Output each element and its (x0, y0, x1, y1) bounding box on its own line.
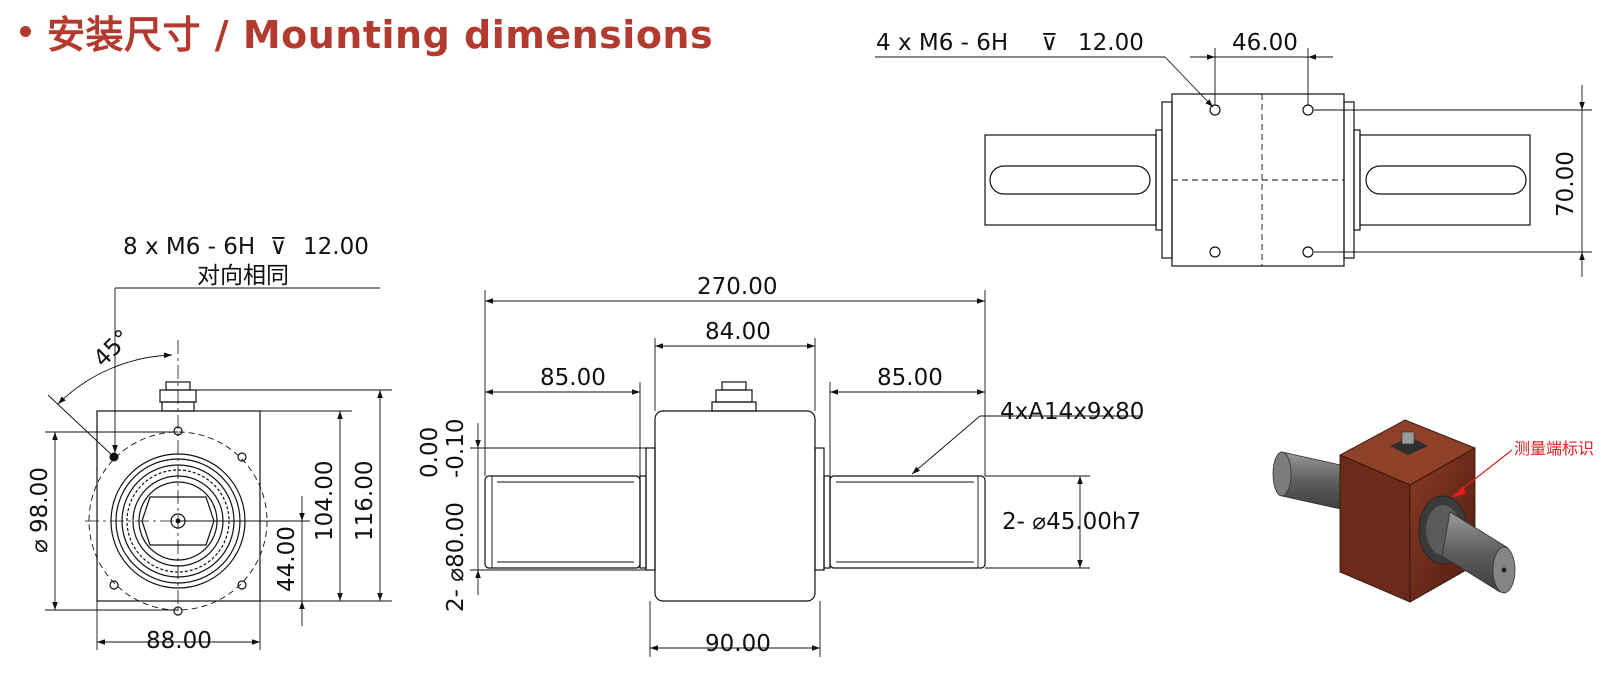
flange-dia-label: 2- ⌀80.00 (443, 502, 469, 612)
end-width-dim: 88.00 (146, 628, 212, 654)
side-view (470, 290, 1140, 657)
side-body-length: 84.00 (705, 319, 771, 345)
side-total-length: 270.00 (697, 274, 777, 300)
depth-symbol: ⊽ (270, 234, 287, 260)
end-thread-callout: 8 x M6 - 6H (123, 234, 255, 260)
side-right-shaft (829, 475, 986, 569)
bullet-icon (20, 25, 31, 37)
side-base-length: 90.00 (705, 631, 771, 657)
keyway-label: 4xA14x9x80 (1000, 399, 1144, 425)
top-view (875, 48, 1592, 277)
end-center-offset: 44.00 (274, 526, 300, 592)
end-thread-depth: 12.00 (303, 234, 369, 260)
top-hole-spacing: 46.00 (1232, 30, 1298, 56)
top-hole (1209, 104, 1221, 116)
side-left-shaft-length: 85.00 (540, 365, 606, 391)
depth-symbol: ⊽ (1041, 30, 1058, 56)
product-render (1236, 410, 1528, 642)
marker-label: 测量端标识 (1514, 439, 1594, 458)
shaft-dia-label: 2- ⌀45.00h7 (1002, 509, 1141, 535)
end-total-height: 116.00 (352, 461, 378, 541)
end-note: 对向相同 (197, 263, 289, 289)
top-right-shaft (1359, 134, 1531, 226)
side-body-outline (654, 410, 816, 602)
end-body-outline (96, 410, 261, 602)
dia-symbol: ⌀ (27, 539, 53, 553)
end-inner-height: 104.00 (312, 461, 338, 541)
top-height-dim: 70.00 (1553, 151, 1579, 217)
end-view (45, 287, 392, 650)
section-header: 安装尺寸 / Mounting dimensions (20, 6, 714, 57)
side-left-shaft (484, 475, 641, 569)
top-thread-depth: 12.00 (1078, 30, 1144, 56)
side-right-shaft-length: 85.00 (877, 365, 943, 391)
top-hole (1302, 104, 1314, 116)
top-hole (1302, 246, 1314, 258)
tol-upper: 0.00 (417, 427, 443, 478)
top-left-shaft (984, 134, 1157, 226)
top-thread-callout: 4 x M6 - 6H (876, 30, 1008, 56)
end-circle-dia: 98.00 (27, 467, 53, 533)
top-hole (1209, 246, 1221, 258)
angle-label: 45° (89, 325, 136, 372)
tol-lower: -0.10 (443, 418, 469, 478)
section-title: 安装尺寸 / Mounting dimensions (47, 12, 714, 57)
